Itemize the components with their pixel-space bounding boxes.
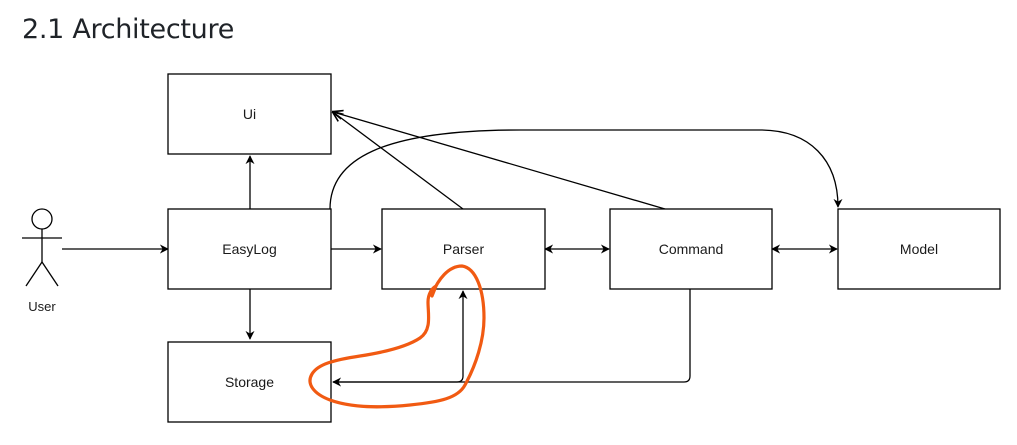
node-storage: Storage xyxy=(167,341,332,423)
edge-command-storage xyxy=(332,289,691,387)
annotation-scribble xyxy=(308,264,486,409)
user-actor-icon xyxy=(22,208,62,287)
node-storage-label: Storage xyxy=(225,374,274,390)
node-easylog: EasyLog xyxy=(167,208,332,290)
node-ui-label: Ui xyxy=(243,106,256,122)
node-model: Model xyxy=(837,208,1001,290)
edge-command-ui xyxy=(333,112,666,210)
edge-storage-parser xyxy=(333,290,468,383)
edge-parser-ui xyxy=(333,112,464,210)
edge-easylog-model xyxy=(329,129,843,210)
node-command-label: Command xyxy=(659,241,724,257)
node-parser-label: Parser xyxy=(443,241,485,257)
node-ui: Ui xyxy=(167,73,332,155)
node-command: Command xyxy=(609,208,773,290)
node-easylog-label: EasyLog xyxy=(222,241,276,257)
node-model-label: Model xyxy=(900,241,938,257)
edges xyxy=(62,112,843,387)
node-parser: Parser xyxy=(381,208,546,290)
actor-label: User xyxy=(28,299,56,314)
section-heading: 2.1 Architecture xyxy=(22,14,235,45)
